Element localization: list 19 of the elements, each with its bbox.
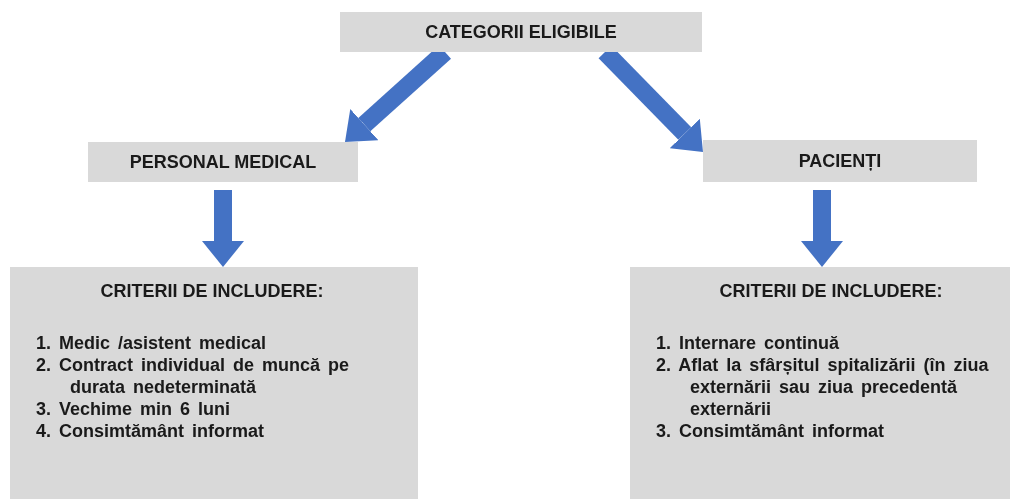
box-heading: CRITERII DE INCLUDERE: [718, 281, 944, 302]
category-box [703, 140, 977, 182]
list-item: 1. Medic /asistent medical [36, 332, 268, 354]
list-item: 2. Aflat la sfârșitul spitalizării (în ziua externării sau ziua precedentă externării [656, 354, 990, 420]
list-item: 3. Vechime min 6 luni [36, 398, 232, 420]
category-box [340, 12, 702, 52]
block-arrow [801, 190, 843, 267]
criteria-box [10, 267, 418, 499]
box-heading: PACIENȚI [798, 150, 882, 172]
block-arrow [202, 190, 244, 267]
list-item: 2. Contract individual de muncă pe durata nedeterminată [36, 354, 351, 398]
criteria-box [630, 267, 1010, 499]
box-heading: CRITERII DE INCLUDERE: [99, 281, 325, 302]
list-item: 1. Internare continuă [656, 332, 841, 354]
list-item: 3. Consimtământ informat [656, 420, 886, 442]
list-item: 4. Consimtământ informat [36, 420, 266, 442]
category-box [88, 142, 358, 182]
box-heading: CATEGORII ELIGIBILE [425, 21, 617, 43]
box-heading: PERSONAL MEDICAL [129, 151, 317, 173]
